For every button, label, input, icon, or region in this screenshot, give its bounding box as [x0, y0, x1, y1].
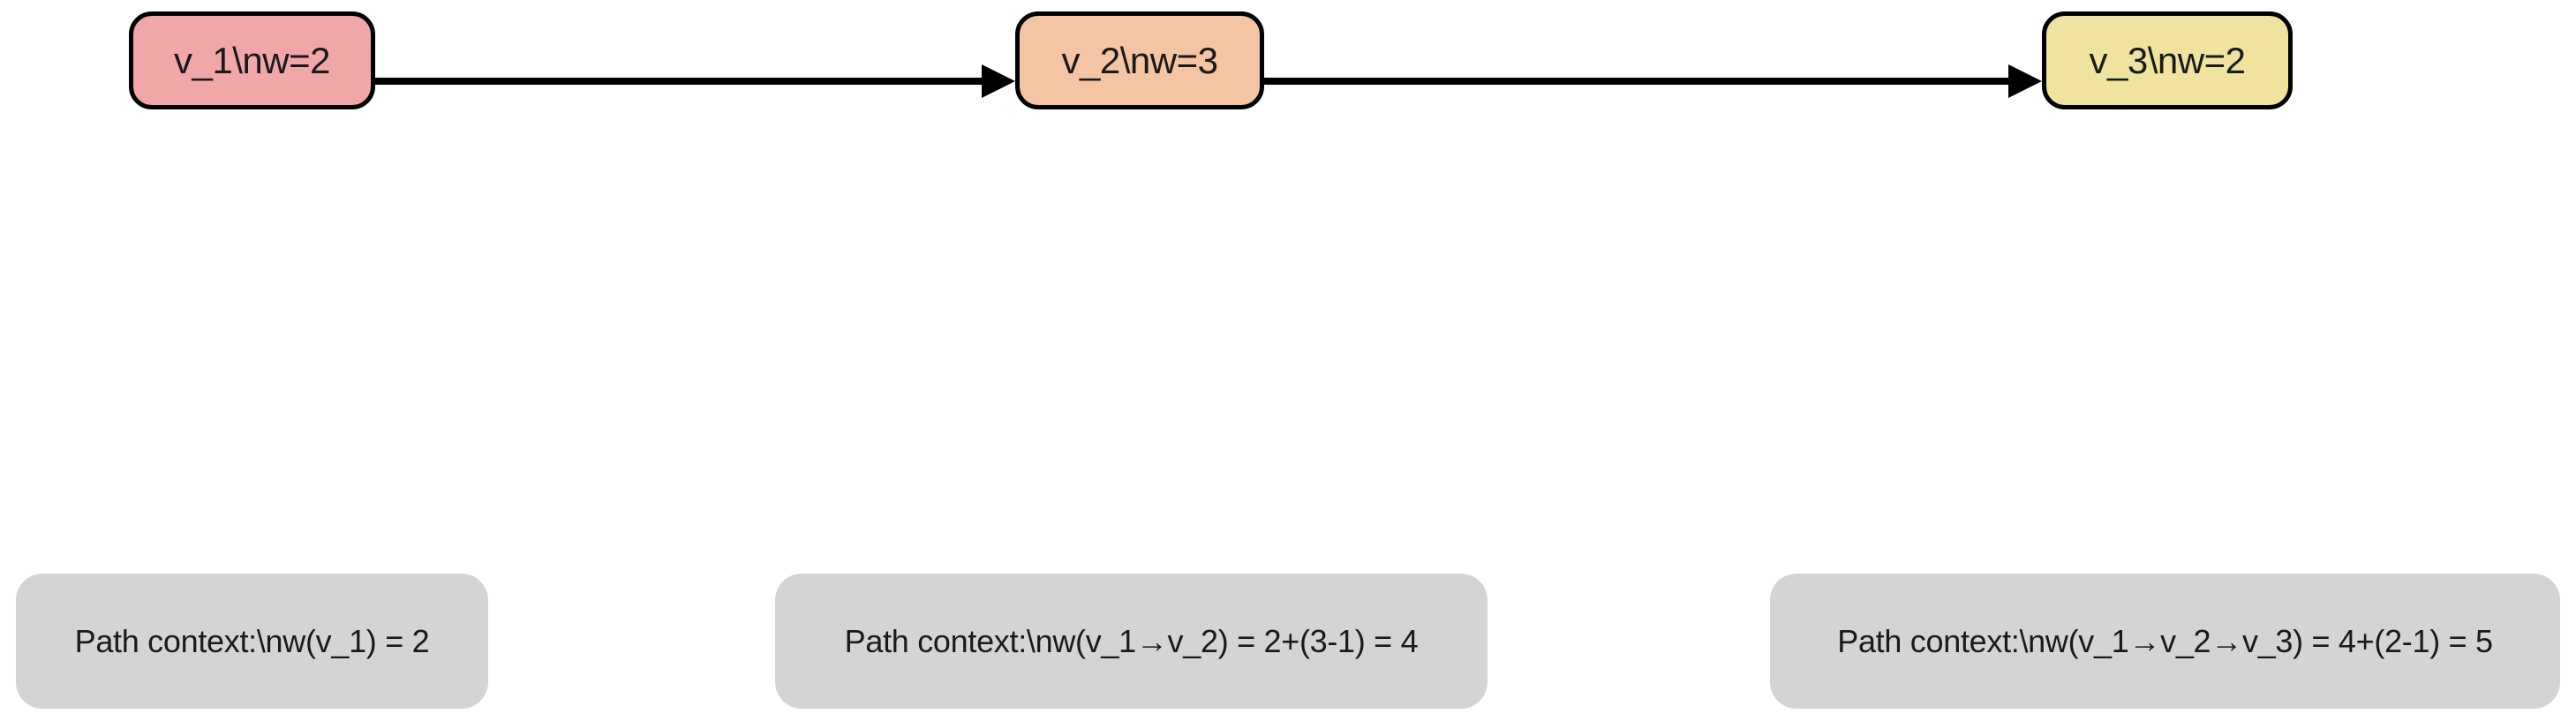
graph-node-v3[interactable]: v_3\nw=2 [2042, 11, 2293, 109]
path-context-pill-2: Path context:\nw(v_1→v_2) = 2+(3-1) = 4 [775, 574, 1488, 709]
arrowhead-icon [982, 64, 1015, 98]
edge-line [375, 78, 984, 85]
path-context-pill-1: Path context:\nw(v_1) = 2 [16, 574, 488, 709]
graph-node-v1[interactable]: v_1\nw=2 [129, 11, 375, 109]
arrowhead-icon [2008, 64, 2042, 98]
graph-node-v2[interactable]: v_2\nw=3 [1015, 11, 1264, 109]
path-context-pill-3: Path context:\nw(v_1→v_2→v_3) = 4+(2-1) … [1770, 574, 2560, 709]
edge-line [1264, 78, 2011, 85]
